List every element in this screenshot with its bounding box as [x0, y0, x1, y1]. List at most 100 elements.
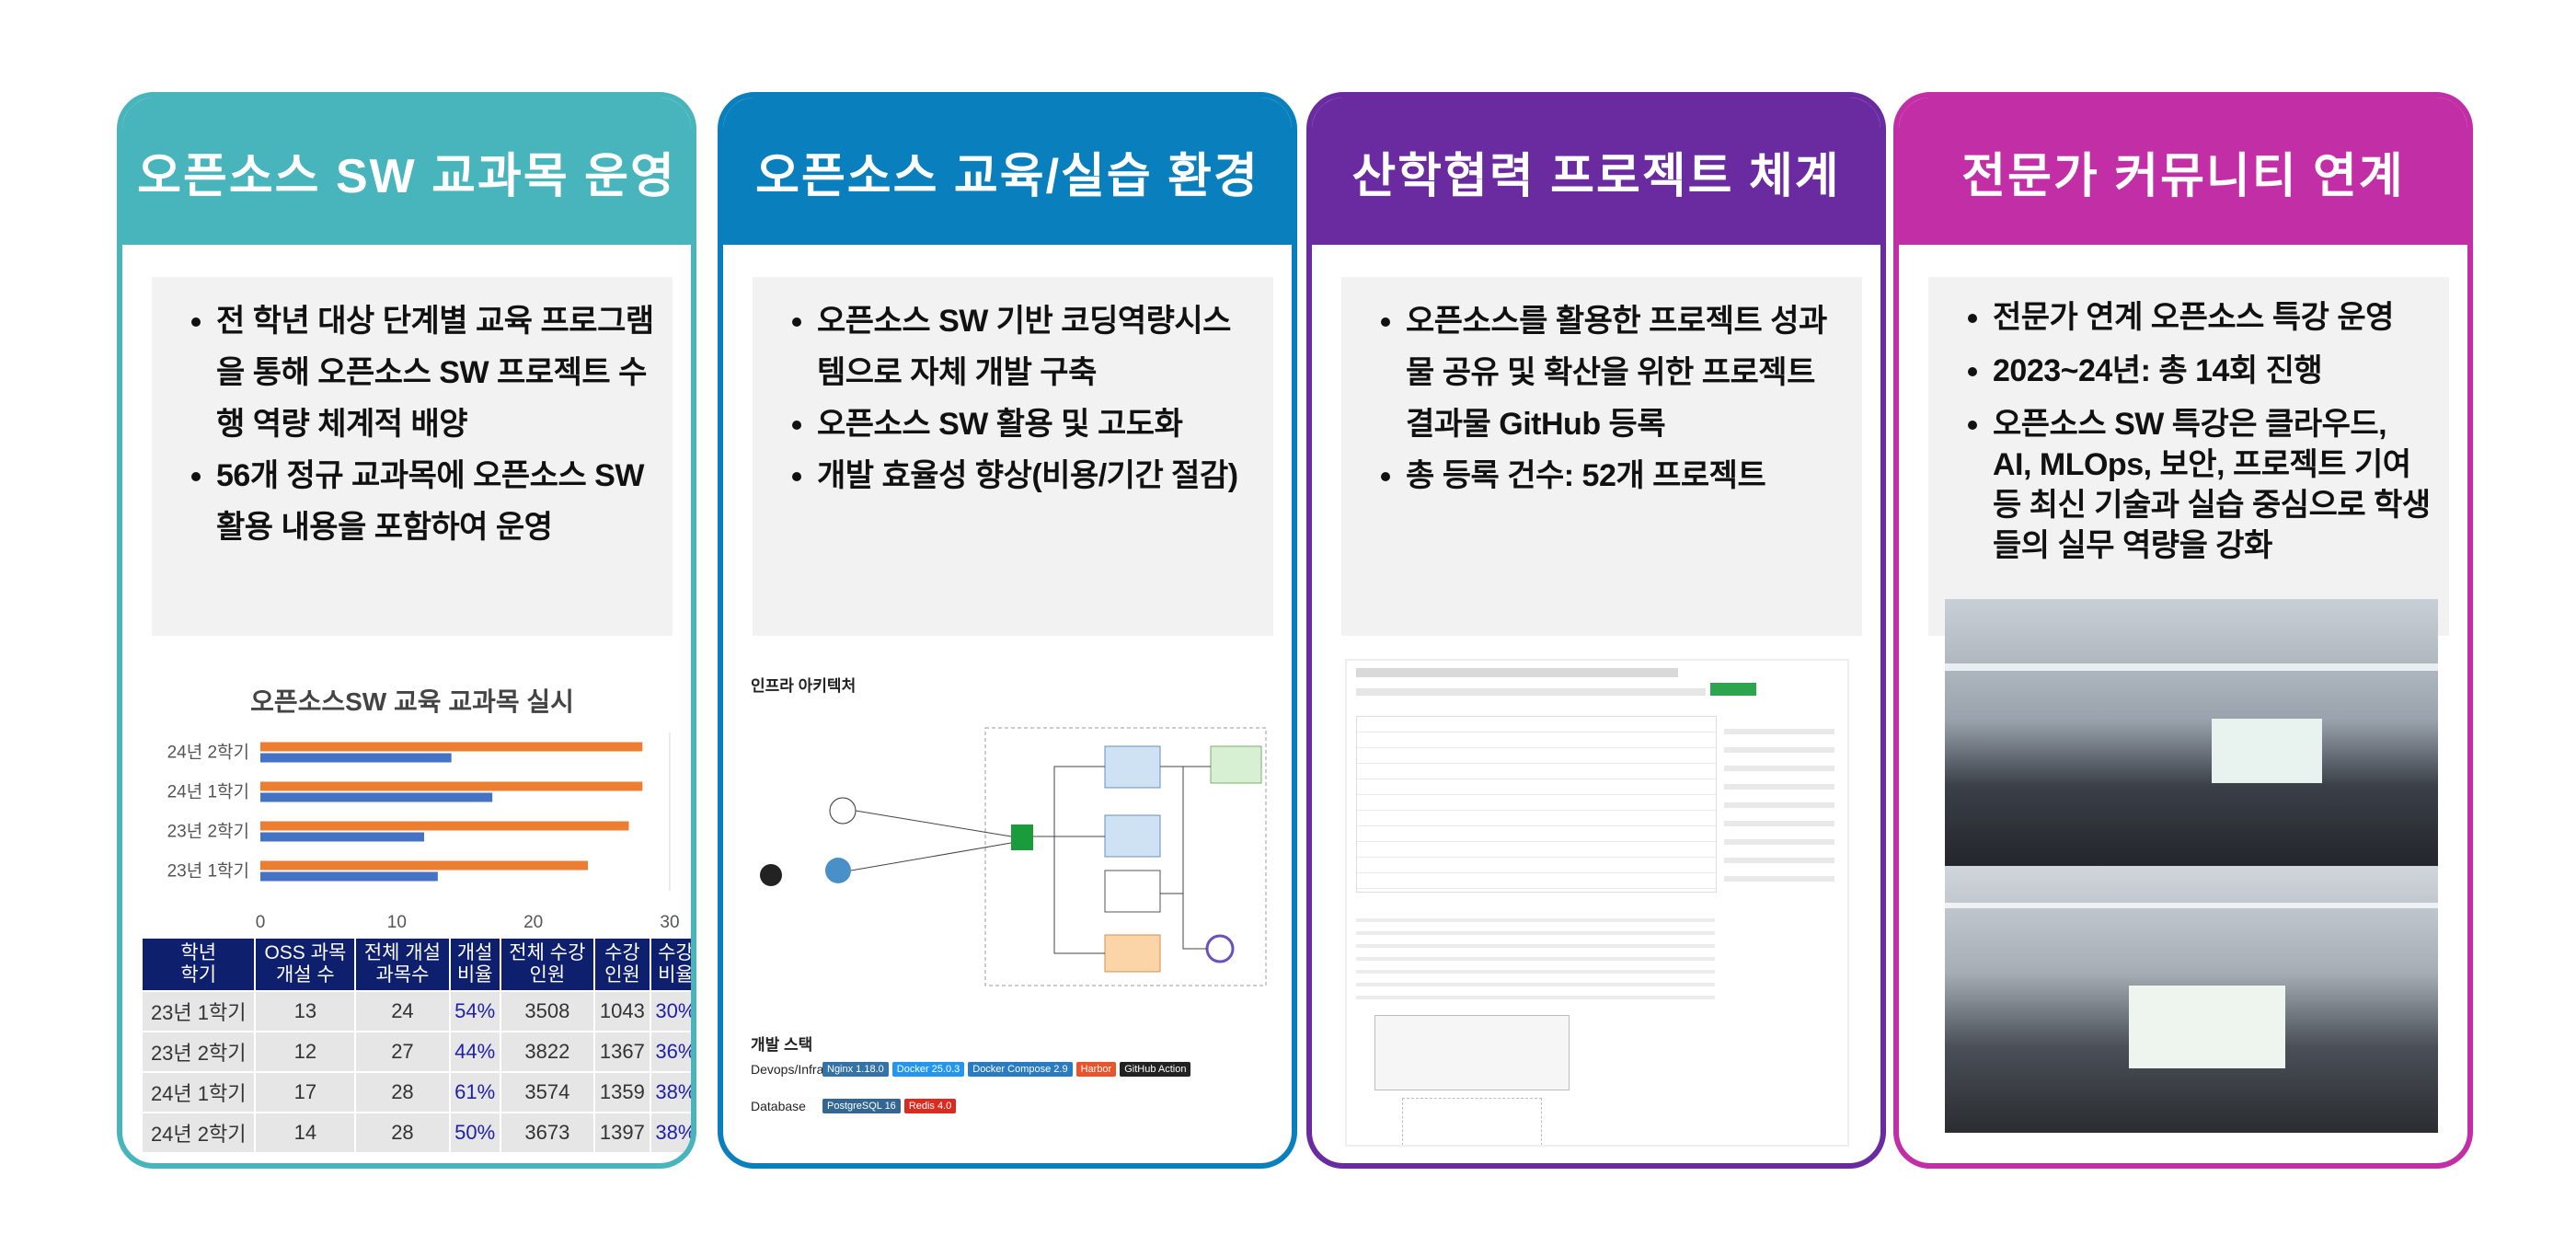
chart-title: 오픈소스SW 교육 교과목 실시	[250, 687, 574, 716]
lecture-photo-2	[1945, 866, 2438, 1133]
architecture-diagram	[760, 727, 1267, 986]
table-cell: 36%	[649, 1031, 691, 1073]
card-expert-community: 전문가 커뮤니티 연계 전문가 연계 오픈소스 특강 운영 2023~24년: …	[1893, 92, 2473, 1169]
chart-tick-label: 0	[256, 913, 266, 932]
bar-oss	[260, 871, 438, 882]
table-cell: 38%	[649, 1112, 691, 1154]
table-cell: 23년 2학기	[140, 1031, 257, 1073]
card3-title: 산학협력 프로젝트 체계	[1351, 149, 1841, 203]
tech-badge: PostgreSQL 16	[822, 1099, 901, 1113]
card4-title: 전문가 커뮤니티 연계	[1961, 149, 2405, 203]
chart-category-label: 24년 2학기	[167, 743, 249, 763]
card3-bullets: 오픈소스를 활용한 프로젝트 성과물 공유 및 확산을 위한 프로젝트 결과물 …	[1341, 277, 1862, 636]
card2-header: 오픈소스 교육/실습 환경	[723, 98, 1292, 245]
client-node	[829, 797, 857, 825]
card4-bullet: 오픈소스 SW 특강은 클라우드, AI, MLOps, 보안, 프로젝트 기여…	[1993, 404, 2431, 566]
card2-bullet: 오픈소스 SW 기반 코딩역량시스템으로 자체 개발 구축	[817, 295, 1255, 398]
table-cell: 3574	[499, 1071, 596, 1113]
tech-badge: Docker Compose 2.9	[968, 1062, 1073, 1077]
table-cell: 3822	[499, 1031, 596, 1073]
table-cell: 1397	[593, 1112, 651, 1154]
tech-badge: Docker 25.0.3	[891, 1062, 965, 1077]
table-cell: 61%	[448, 1071, 501, 1113]
table-cell: 24	[354, 990, 451, 1032]
chart-tick-label: 30	[660, 913, 679, 932]
infra-title: 인프라 아키텍처	[751, 677, 857, 695]
chart-category-label: 24년 1학기	[167, 782, 249, 802]
table-cell: 14	[254, 1112, 357, 1154]
card1-bullets: 전 학년 대상 단계별 교육 프로그램을 통해 오픈소스 SW 프로젝트 수행 …	[152, 277, 673, 636]
nginx-node	[1011, 825, 1033, 850]
development-service	[1104, 814, 1161, 858]
card2-bullet: 개발 효율성 향상(비용/기간 절감)	[817, 450, 1255, 502]
card3-bullet: 총 등록 건수: 52개 프로젝트	[1406, 450, 1844, 502]
table-cell: 38%	[649, 1071, 691, 1113]
bar-oss	[260, 792, 493, 802]
bar-total	[260, 821, 629, 831]
table-cell: 3673	[499, 1112, 596, 1154]
container-icon	[1205, 934, 1235, 963]
table-cell: 54%	[448, 990, 501, 1032]
private-registry	[1104, 870, 1161, 913]
table-cell: 12	[254, 1031, 357, 1073]
chart-tick-label: 10	[387, 913, 407, 932]
card3-header: 산학협력 프로젝트 체계	[1312, 98, 1880, 245]
runner-node	[1210, 745, 1262, 784]
tech-badge: Nginx 1.18.0	[822, 1062, 889, 1077]
card-oss-courses: 오픈소스 SW 교과목 운영 전 학년 대상 단계별 교육 프로그램을 통해 오…	[117, 92, 696, 1169]
card4-header: 전문가 커뮤니티 연계	[1899, 98, 2467, 245]
chart-tick-label: 20	[523, 913, 543, 932]
table-cell: 23년 1학기	[140, 990, 257, 1032]
table-cell: 17	[254, 1071, 357, 1113]
card2-title: 오픈소스 교육/실습 환경	[755, 149, 1259, 203]
table-cell: 24년 1학기	[140, 1071, 257, 1113]
card4-bullet: 전문가 연계 오픈소스 특강 운영	[1993, 297, 2431, 338]
developer-icon	[760, 864, 782, 886]
stack-row-label: Database	[751, 1099, 806, 1113]
table-cell: 13	[254, 990, 357, 1032]
tech-badge: GitHub Action	[1120, 1062, 1191, 1077]
bar-total	[260, 742, 643, 752]
card1-header: 오픈소스 SW 교과목 운영	[122, 98, 691, 245]
bar-oss	[260, 753, 452, 763]
stack-title: 개발 스택	[751, 1036, 813, 1054]
github-repo-screenshot	[1345, 659, 1849, 1147]
table-cell: 3508	[499, 990, 596, 1032]
table-cell: 28	[354, 1112, 451, 1154]
bar-total	[260, 781, 643, 791]
table-cell: 27	[354, 1031, 451, 1073]
card1-bullet: 전 학년 대상 단계별 교육 프로그램을 통해 오픈소스 SW 프로젝트 수행 …	[216, 295, 654, 450]
chart-category-label: 23년 2학기	[167, 822, 249, 842]
lecture-photo-1	[1945, 599, 2438, 866]
table-cell: 1367	[593, 1031, 651, 1073]
chart-category-label: 23년 1학기	[167, 861, 249, 882]
card2-bullet: 오픈소스 SW 활용 및 고도화	[817, 398, 1255, 450]
table-cell: 44%	[448, 1031, 501, 1073]
table-cell: 1043	[593, 990, 651, 1032]
table-cell: 24년 2학기	[140, 1112, 257, 1154]
bar-total	[260, 860, 588, 871]
card4-bullet: 2023~24년: 총 14회 진행	[1993, 351, 2431, 391]
bar-oss	[260, 832, 424, 842]
github-icon	[825, 858, 851, 883]
tech-badge: Harbor	[1075, 1062, 1117, 1077]
stack-row-label: Devops/Infra	[751, 1062, 824, 1077]
card1-bullet: 56개 정규 교과목에 오픈소스 SW 활용 내용을 포함하여 운영	[216, 450, 654, 553]
table-cell: 30%	[649, 990, 691, 1032]
table-cell: 50%	[448, 1112, 501, 1154]
card1-title: 오픈소스 SW 교과목 운영	[137, 149, 676, 203]
